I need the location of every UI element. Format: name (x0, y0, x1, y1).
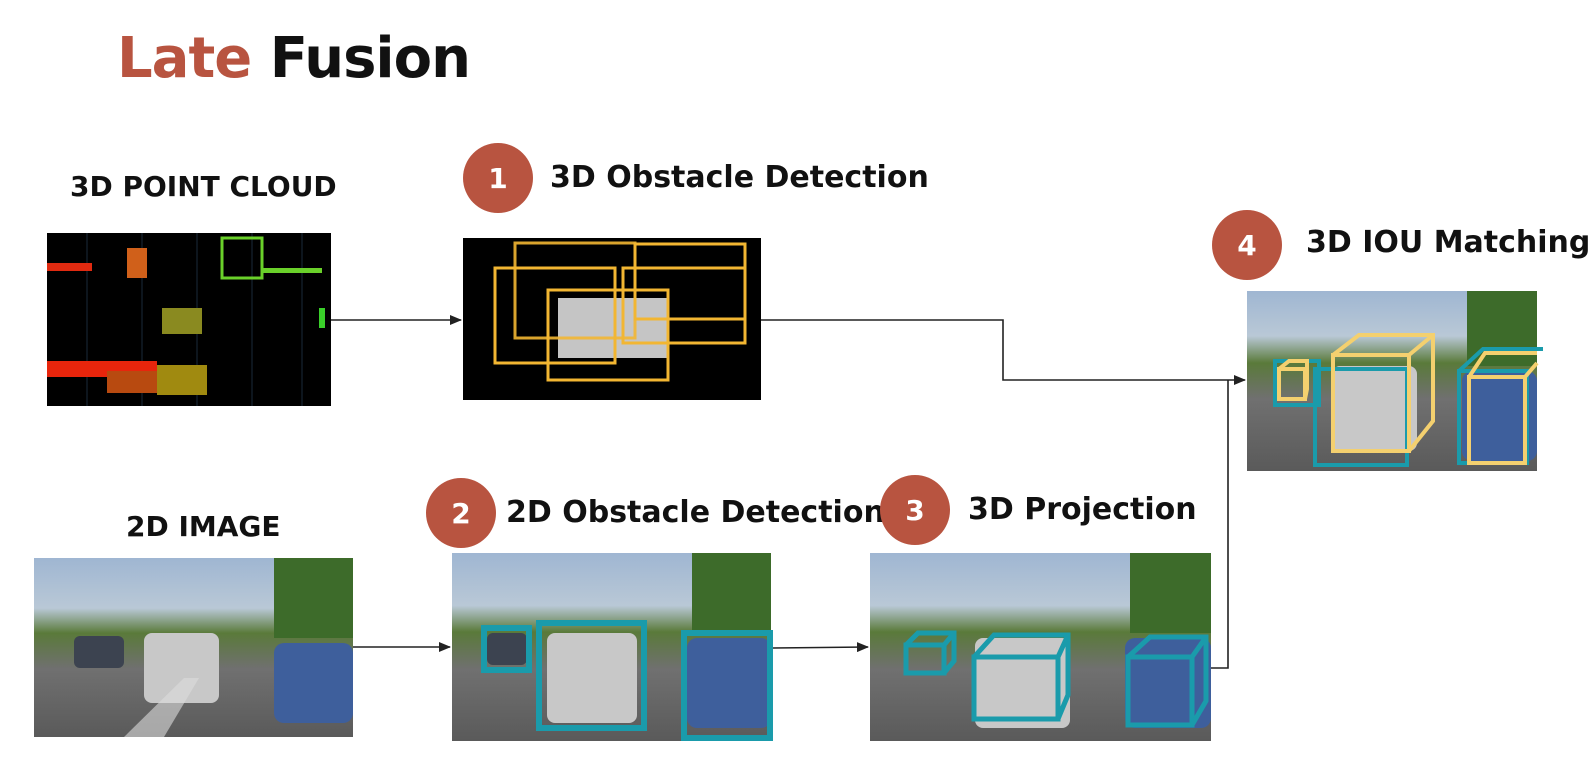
step-3-badge: 3 (880, 475, 950, 545)
camera-image (34, 558, 353, 737)
title-main: Fusion (269, 26, 471, 91)
step-4-label: 3D IOU Matching (1306, 225, 1590, 260)
page-title: Late Fusion (117, 26, 471, 91)
arrow-2d-to-projection (772, 642, 869, 653)
projection-3d-image (870, 553, 1211, 741)
iou-matching-image (1247, 291, 1543, 471)
step-3-label: 3D Projection (968, 492, 1197, 527)
step-4-badge: 4 (1212, 210, 1282, 280)
point-cloud-label: 3D POINT CLOUD (70, 170, 337, 203)
step-2-badge: 2 (426, 478, 496, 548)
arrow-3d-detection-to-matching (761, 319, 1246, 385)
detection-3d-image (463, 238, 761, 400)
point-cloud-image (47, 233, 331, 406)
image-label: 2D IMAGE (126, 510, 281, 543)
detection-2d-image (452, 553, 773, 741)
step-1-label: 3D Obstacle Detection (550, 160, 929, 195)
step-2-label: 2D Obstacle Detection (506, 495, 885, 530)
title-accent: Late (117, 26, 252, 91)
arrow-projection-to-matching (1211, 380, 1229, 669)
step-1-badge: 1 (463, 143, 533, 213)
